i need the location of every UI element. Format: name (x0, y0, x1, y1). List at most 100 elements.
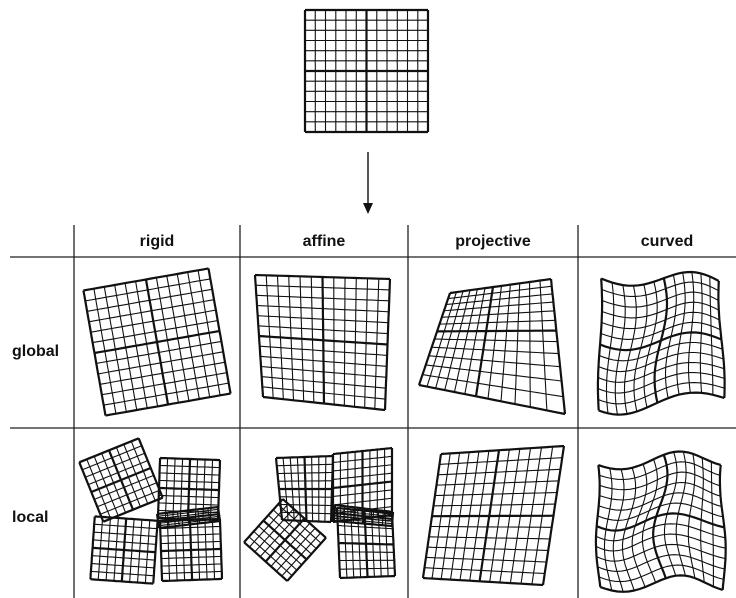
grid-line (83, 267, 209, 292)
grid-line (529, 282, 531, 408)
grid-line (187, 272, 211, 398)
grid-line (332, 489, 393, 498)
grid-line (207, 268, 232, 394)
grid-line (243, 541, 288, 582)
grid-line (158, 519, 221, 530)
grid-line (390, 512, 395, 526)
grid-line (374, 278, 380, 409)
grid-line (218, 518, 224, 579)
grid-line (432, 514, 554, 518)
grid-line (258, 525, 303, 566)
grid-line (90, 578, 154, 585)
grid-line (82, 290, 107, 416)
grid-line (332, 480, 393, 490)
grid-line (333, 519, 393, 528)
grid-line (428, 355, 561, 368)
grid-line (343, 277, 346, 406)
grid-line (279, 496, 332, 498)
grid-line (91, 555, 155, 561)
grid-line (91, 562, 155, 569)
grid-line (92, 546, 156, 554)
grid-line (339, 574, 396, 580)
grid-line (598, 564, 724, 583)
grid-line (211, 519, 216, 580)
down-arrow (363, 152, 373, 214)
grid-line (97, 482, 157, 508)
grid-line (101, 372, 227, 396)
grid-line (425, 364, 562, 382)
grid-line (144, 520, 151, 584)
grid-line (248, 536, 293, 577)
curved-local-grid (594, 450, 727, 593)
grid-line (216, 506, 222, 522)
grid-line (324, 456, 327, 522)
source-grid (303, 8, 430, 134)
grid-line (597, 372, 725, 394)
grid-line (176, 273, 200, 400)
grid-line (94, 474, 154, 500)
grid-line (338, 551, 394, 553)
grid-line (338, 541, 394, 546)
grid-line (115, 447, 141, 507)
grid-line (262, 386, 386, 400)
row-label-local: local (12, 509, 48, 526)
grid-line (262, 519, 308, 561)
grid-line (161, 570, 222, 575)
grid-line (262, 395, 386, 412)
grid-line (599, 574, 724, 593)
grid-line (422, 576, 544, 587)
column-header-projective: projective (455, 233, 531, 250)
grid-line (422, 374, 564, 398)
grid-line (105, 392, 231, 417)
grid-line (383, 278, 392, 411)
affine-local-grids (243, 446, 397, 582)
grid-line (161, 547, 221, 553)
grid-line (709, 276, 714, 395)
grid-line (599, 341, 723, 362)
grid-line (718, 464, 727, 590)
grid-line (596, 543, 726, 562)
column-header-curved: curved (641, 233, 693, 250)
grid-line (424, 567, 545, 575)
grid-line (598, 382, 725, 405)
grid-line (130, 441, 156, 501)
grid-line (425, 556, 547, 563)
grid-line (253, 530, 298, 571)
grid-line (161, 563, 222, 567)
grid-line (539, 280, 548, 411)
grid-line (599, 331, 722, 352)
grid-line (159, 486, 219, 492)
grid-line (514, 283, 521, 405)
grid-line (155, 277, 179, 403)
grid-line (281, 532, 322, 577)
grid-line (261, 376, 386, 389)
grid-line (96, 340, 222, 364)
grid-line (166, 275, 190, 401)
grid-line (434, 338, 558, 343)
rigid-global-grid (82, 267, 232, 417)
grid-line (103, 382, 229, 406)
grid-line (339, 567, 395, 570)
grid-line (531, 446, 554, 585)
grid-line (717, 280, 726, 399)
grid-line (437, 329, 557, 333)
grid-line (549, 278, 567, 415)
projective-global-grid (417, 277, 567, 416)
grid-line (136, 519, 143, 583)
affine-global-grid (253, 273, 392, 412)
grid-line (500, 284, 511, 402)
grid-line (599, 461, 721, 481)
grid-line (598, 391, 725, 416)
rigid-local-grids (78, 437, 224, 585)
column-header-affine: affine (303, 233, 346, 250)
grid-line (332, 497, 393, 506)
grid-line (597, 554, 725, 572)
grid-line (129, 519, 135, 583)
grid-line (90, 570, 154, 577)
grid-line (431, 346, 559, 355)
grid-line (418, 383, 566, 416)
grid-line (275, 527, 316, 572)
grid-line (162, 577, 223, 583)
grid-line (601, 301, 720, 319)
grid-line (599, 471, 721, 491)
